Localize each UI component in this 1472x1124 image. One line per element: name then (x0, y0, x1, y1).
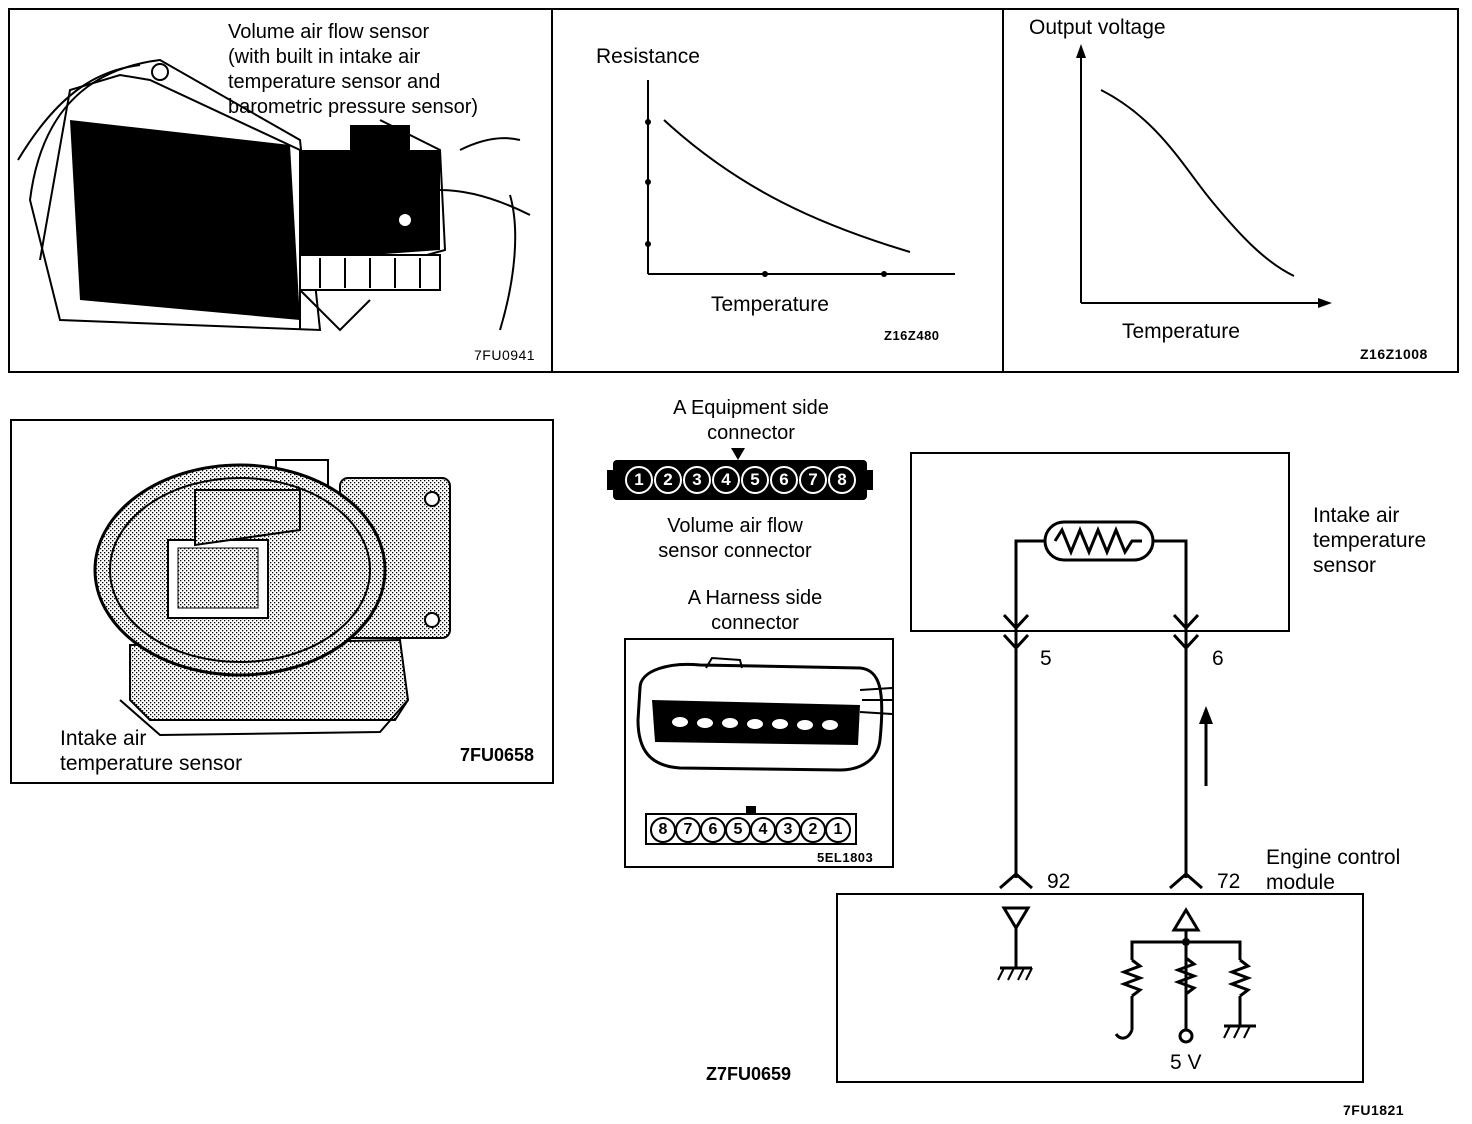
voltage-curve (1100, 89, 1295, 277)
terminal-5-label: 5 (1040, 647, 1052, 670)
equipment-pin-6: 6 (770, 466, 798, 494)
intake-sensor-code: 7FU0658 (460, 745, 535, 765)
top-row-divider-2 (1002, 8, 1004, 373)
sensor-photo-label: Volume air flow sensor (with built in in… (228, 21, 479, 118)
equipment-pin-1: 1 (625, 466, 653, 494)
equipment-connector-tab-right (865, 470, 873, 490)
harness-connector-title: A Harness side connector (687, 587, 823, 634)
harness-pin-4: 4 (750, 817, 776, 843)
circuit-code-bottom: 7FU1821 (1343, 1102, 1405, 1118)
harness-pin-3: 3 (775, 817, 801, 843)
intake-sensor-label: Intake air temperature sensor (60, 727, 243, 775)
equipment-pin-4: 4 (712, 466, 740, 494)
sensor-module-box (910, 452, 1290, 632)
resistance-graph-code: Z16Z480 (884, 328, 940, 343)
equipment-connector-tab-left (607, 470, 615, 490)
terminal-6-label: 6 (1212, 647, 1224, 670)
resistance-xlabel: Temperature (711, 293, 829, 316)
harness-connector-code: 5EL1803 (817, 850, 874, 865)
equipment-pin-7: 7 (799, 466, 827, 494)
voltage-xlabel: Temperature (1122, 320, 1240, 343)
ecm-terminal-72-label: 72 (1217, 870, 1241, 893)
sensor-photo-code: 7FU0941 (474, 347, 536, 363)
harness-pin-8: 8 (650, 817, 676, 843)
ecm-label: Engine control module (1266, 846, 1401, 894)
harness-pin-5: 5 (725, 817, 751, 843)
ecm-terminal-92-label: 92 (1047, 870, 1071, 893)
equipment-pin-3: 3 (683, 466, 711, 494)
voltage-ylabel: Output voltage (1029, 16, 1166, 39)
voltage-label: 5 V (1170, 1051, 1202, 1074)
voltage-graph-code: Z16Z1008 (1360, 346, 1428, 362)
thermistor-zigzag (1053, 526, 1142, 556)
equipment-connector-title: A Equipment side connector (673, 397, 829, 444)
harness-pin-2: 2 (800, 817, 826, 843)
resistance-curve (663, 119, 911, 253)
circuit-code-left: Z7FU0659 (706, 1064, 792, 1084)
top-row-divider-1 (551, 8, 553, 373)
equipment-pin-2: 2 (654, 466, 682, 494)
ecm-box (836, 893, 1364, 1083)
resistance-ylabel: Resistance (596, 45, 700, 68)
equipment-pin-8: 8 (828, 466, 856, 494)
harness-pin-1: 1 (825, 817, 851, 843)
equipment-connector-caption: Volume air flow sensor connector (658, 515, 812, 562)
circuit-sensor-label: Intake air temperature sensor (1313, 504, 1427, 577)
equipment-pin-5: 5 (741, 466, 769, 494)
